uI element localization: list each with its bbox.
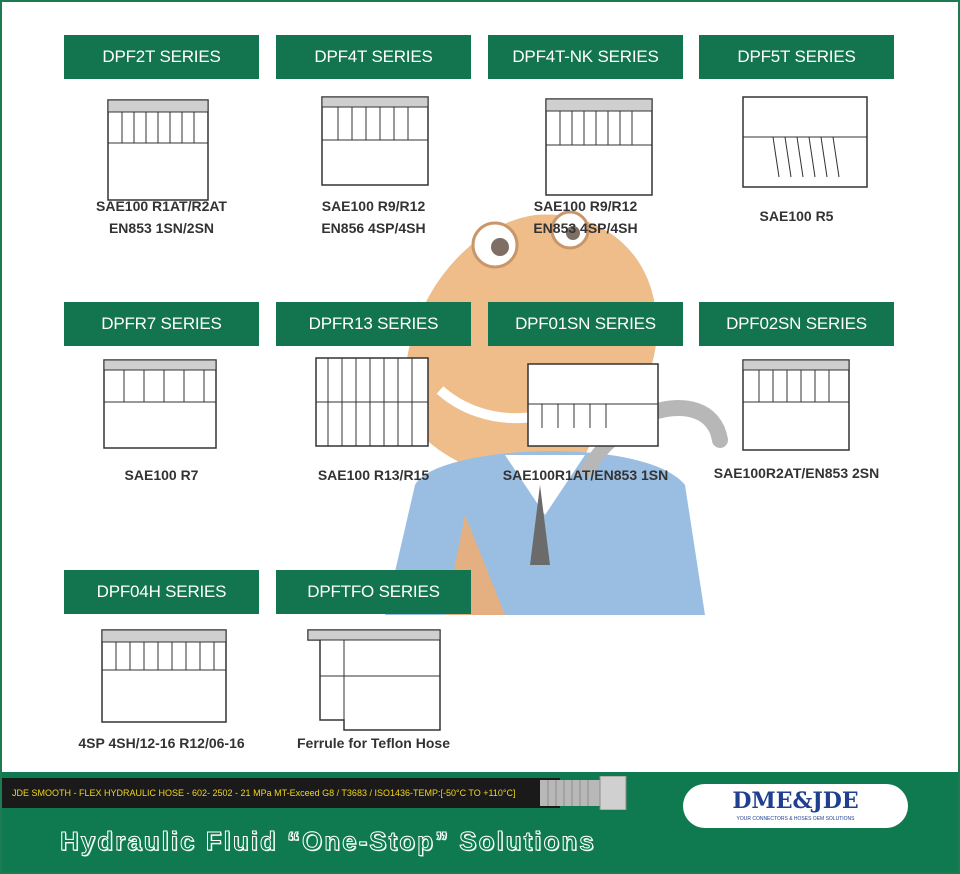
series-card-dpfr7: DPFR7 SERIES SAE100 R7 [64,302,259,562]
series-spec-line: 4SP 4SH/12-16 R12/06-16 [78,735,245,751]
series-spec-line: SAE100 R7 [124,467,199,483]
series-card-dpf5t: DPF5T SERIES SAE100 R5 [699,35,894,295]
series-card-dpf01sn: DPF01SN SERIES SAE100R1AT/EN853 1SN [488,302,683,562]
series-title: DPF5T SERIES [699,35,894,79]
ferrule-drawing-icon [717,85,877,215]
ferrule-drawing-icon [294,352,454,482]
brand-logo: DME&JDE YOUR CONNECTORS & HOSES OEM SOLU… [683,784,908,828]
ferrule-drawing-icon [506,85,666,215]
series-spec-line: SAE100 R1AT/R2AT [96,198,227,214]
series-card-dpf02sn: DPF02SN SERIES SAE100R2AT/EN853 2SN [699,302,894,562]
series-title: DPF4T SERIES [276,35,471,79]
ferrule-drawing-icon [82,620,242,750]
series-title: DPFR13 SERIES [276,302,471,346]
series-spec-line: SAE100R2AT/EN853 2SN [713,465,880,481]
series-title: DPF4T-NK SERIES [488,35,683,79]
series-card-dpfr13: DPFR13 SERIES SAE100 R13/R15 [276,302,471,562]
slogan-text: Hydraulic Fluid “One-Stop” Solutions [60,826,596,857]
series-title: DPF04H SERIES [64,570,259,614]
series-title: DPF01SN SERIES [488,302,683,346]
series-spec-line: SAE100 R5 [759,208,834,224]
series-title: DPF2T SERIES [64,35,259,79]
series-spec-line: EN856 4SP/4SH [321,220,426,236]
ferrule-drawing-icon [294,620,454,750]
brand-tagline: YOUR CONNECTORS & HOSES OEM SOLUTIONS [736,816,855,822]
series-spec-line: Ferrule for Teflon Hose [297,735,450,751]
series-card-dpf04h: DPF04H SERIES 4SP 4SH/12-16 R12/06-16 [64,570,259,830]
ferrule-drawing-icon [294,85,454,215]
series-title: DPFR7 SERIES [64,302,259,346]
series-card-dpftfo: DPFTFO SERIES Ferrule for Teflon Hose [276,570,471,830]
ferrule-drawing-icon [82,85,242,215]
series-card-dpf4t: DPF4T SERIES SAE100 R9/R12 EN856 4SP/4SH [276,35,471,295]
series-title: DPF02SN SERIES [699,302,894,346]
series-spec-line: SAE100 R13/R15 [317,467,430,483]
brand-name: DME&JDE [732,788,859,814]
ferrule-drawing-icon [506,352,666,482]
series-card-dpf4t-nk: DPF4T-NK SERIES SAE100 R9/R12 EN853 4SP/… [488,35,683,295]
series-title: DPFTFO SERIES [276,570,471,614]
series-spec-line: EN853 4SP/4SH [533,220,638,236]
ferrule-drawing-icon [717,352,877,482]
series-spec-line: SAE100 R9/R12 [533,198,638,214]
ferrule-drawing-icon [82,352,242,482]
series-spec-line: EN853 1SN/2SN [108,220,215,236]
hose-print-text: JDE SMOOTH - FLEX HYDRAULIC HOSE - 602- … [12,788,516,798]
series-card-dpf2t: DPF2T SERIES SAE100 R1AT/R2AT EN853 1SN/… [64,35,259,295]
hose-strip: JDE SMOOTH - FLEX HYDRAULIC HOSE - 602- … [0,778,560,808]
hose-fitting-icon [540,776,627,810]
series-spec-line: SAE100R1AT/EN853 1SN [502,467,669,483]
series-spec-line: SAE100 R9/R12 [321,198,426,214]
